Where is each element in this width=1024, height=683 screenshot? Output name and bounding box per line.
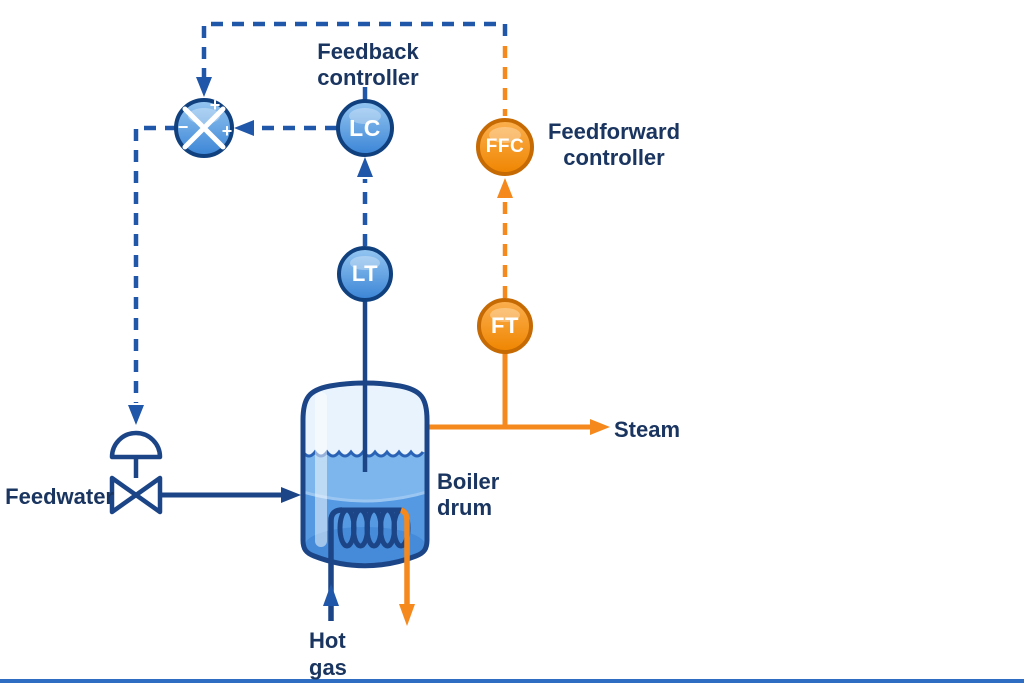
signal-line-top xyxy=(201,21,508,80)
junction-sign-right: + xyxy=(221,121,233,141)
arrowhead-hot-gas-in xyxy=(323,584,339,606)
junction-sign-top: + xyxy=(209,95,221,115)
feedforward-controller-label: Feedforward controller xyxy=(547,119,681,170)
signal-line-ft-to-ffc xyxy=(497,178,513,298)
process-line-feedwater xyxy=(161,487,301,503)
signal-line-lc-to-junction xyxy=(234,120,337,136)
hot-gas-outlet-pipe xyxy=(399,507,410,604)
hot-gas-label: Hot gas xyxy=(309,628,347,680)
signal-line-ffc-to-junction xyxy=(196,21,508,116)
drum-gloss-streak xyxy=(315,392,327,547)
ffc-node-label: FFC xyxy=(485,136,525,157)
control-valve-icon xyxy=(109,430,163,515)
bottom-border xyxy=(0,679,1024,683)
drum-outline xyxy=(300,380,430,569)
valve-actuator-dome xyxy=(109,430,163,460)
feedback-controller-label: Feedback controller xyxy=(317,39,419,90)
ft-node xyxy=(477,298,533,354)
sum-junction-icon xyxy=(174,98,234,158)
ft-node-label: FT xyxy=(491,313,519,338)
signal-line-lt-to-lc xyxy=(357,87,373,246)
valve-body-right xyxy=(133,475,163,515)
junction-cross xyxy=(182,106,226,150)
arrowhead-into-ffc xyxy=(497,178,513,198)
arrowhead-into-lc xyxy=(357,157,373,177)
hot-gas-inlet-pipe xyxy=(328,507,343,621)
arrowhead-into-junction-right xyxy=(234,120,254,136)
process-line-steam xyxy=(427,352,610,435)
arrowhead-steam xyxy=(590,419,610,435)
feedwater-label: Feedwater xyxy=(5,484,114,509)
lc-node xyxy=(336,99,394,157)
heating-coil-icon xyxy=(323,507,415,626)
arrowhead-feedwater xyxy=(281,487,301,503)
arrowhead-into-valve xyxy=(128,405,144,425)
arrowhead-into-junction-top xyxy=(196,77,212,97)
signal-line-junction-to-valve xyxy=(128,125,177,425)
arrowhead-hot-gas-out xyxy=(399,604,415,626)
steam-label: Steam xyxy=(614,417,681,442)
lt-node-label: LT xyxy=(351,261,379,286)
boiler-drum-label: Boiler drum xyxy=(437,469,500,520)
junction-sign-left: − xyxy=(177,117,189,137)
lc-node-label: LC xyxy=(349,114,381,141)
valve-body-left xyxy=(109,475,139,515)
lt-node xyxy=(337,246,393,302)
ffc-node xyxy=(476,118,534,176)
